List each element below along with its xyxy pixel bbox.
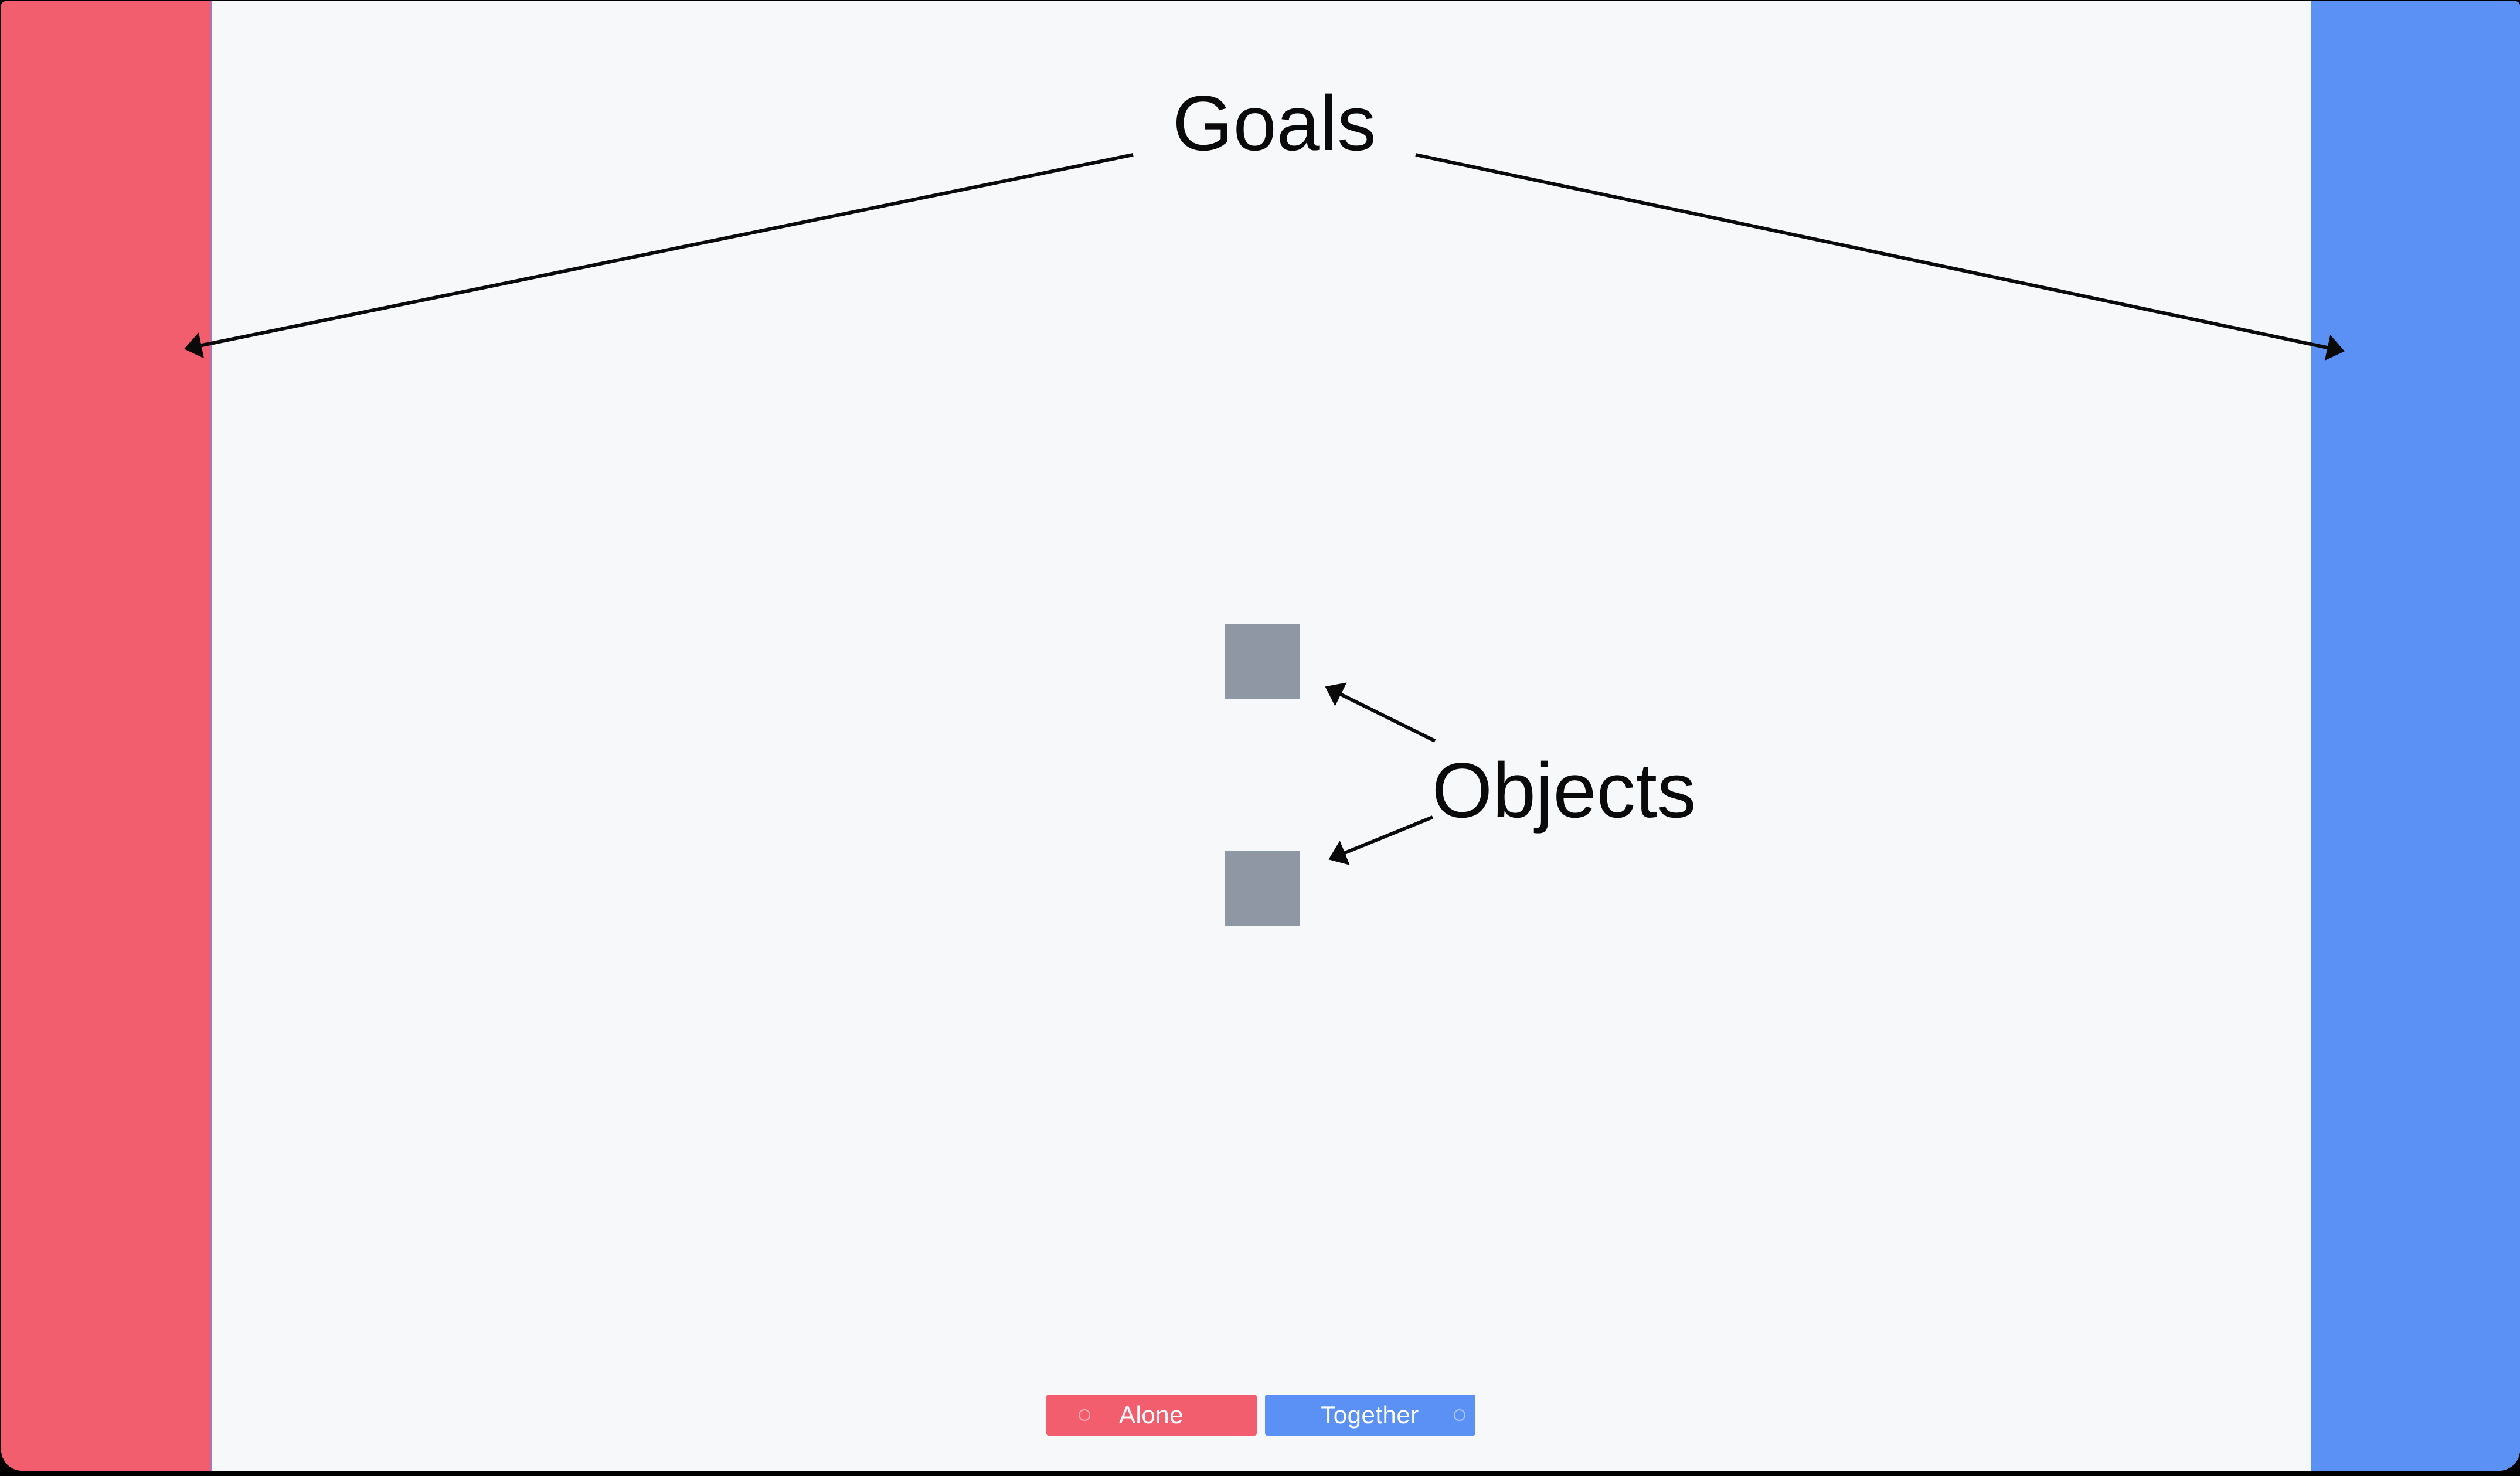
together-button[interactable]: Together (1264, 1395, 1475, 1436)
goals-arrow-right (1415, 153, 2345, 361)
objects-label: Objects (1431, 747, 1696, 834)
together-button-label: Together (1321, 1401, 1419, 1429)
object-square-top[interactable] (1225, 624, 1300, 699)
objects-arrow-top (1325, 682, 1436, 743)
together-spinner-icon (1453, 1409, 1465, 1421)
alone-button[interactable]: Alone (1046, 1395, 1257, 1436)
object-square-bottom[interactable] (1225, 851, 1300, 926)
left-goal-zone (1, 1, 212, 1471)
alone-spinner-icon (1078, 1409, 1090, 1421)
goals-label: Goals (1172, 80, 1376, 167)
right-goal-zone (2311, 1, 2520, 1471)
alone-button-label: Alone (1119, 1401, 1184, 1429)
goals-arrow-left (184, 153, 1134, 359)
objects-arrow-bottom (1328, 815, 1434, 865)
mode-button-row: Alone Together (1046, 1395, 1475, 1436)
